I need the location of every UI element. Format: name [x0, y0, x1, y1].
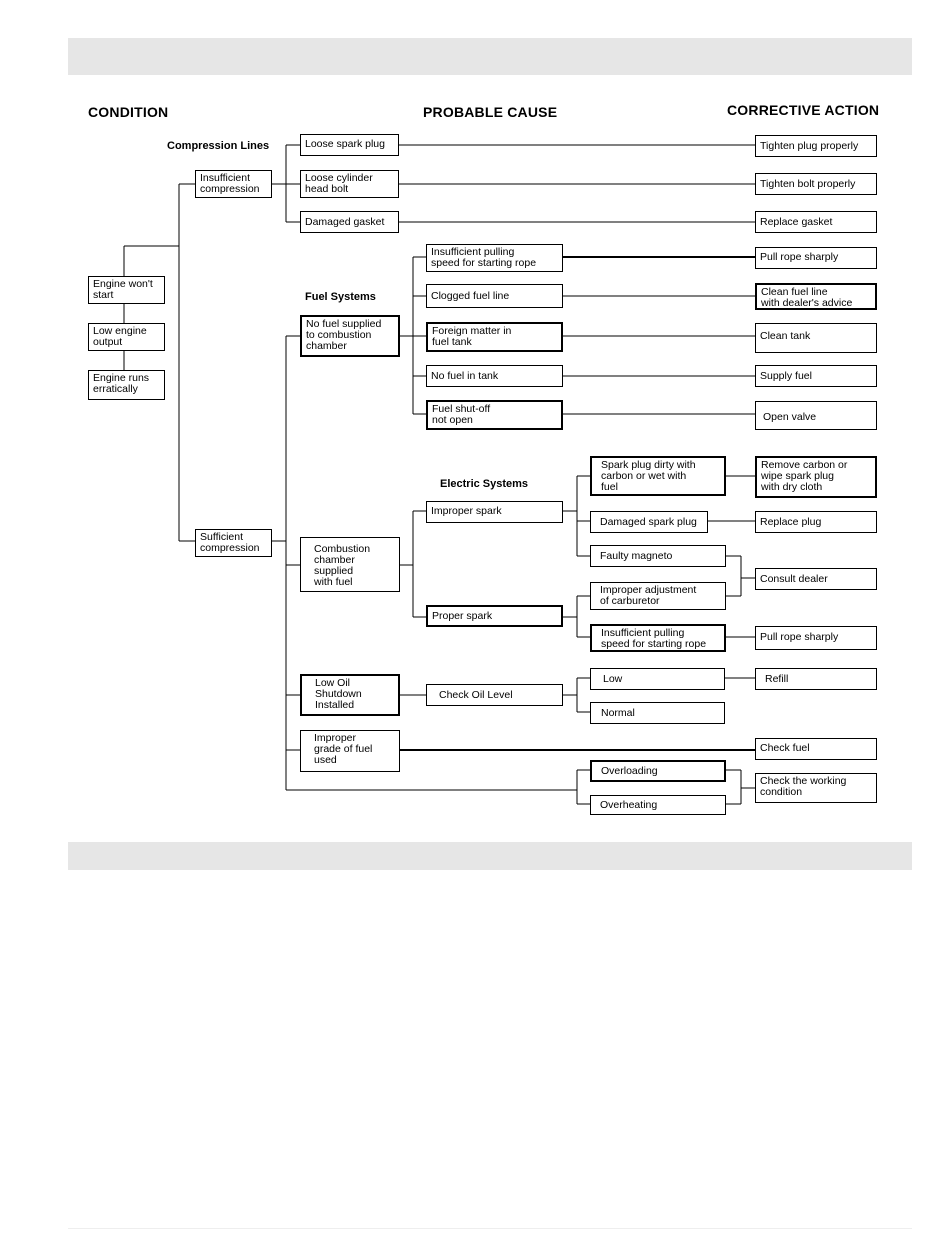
top-header-band	[68, 38, 912, 75]
header-probable-cause: PROBABLE CAUSE	[423, 104, 558, 120]
cause-oil-low: Low	[590, 668, 725, 690]
action-tighten-plug: Tighten plug properly	[755, 135, 877, 157]
cause-oil-normal: Normal	[590, 702, 725, 724]
section-fuel-systems: Fuel Systems	[305, 291, 376, 303]
cause-spark-plug-dirty: Spark plug dirty with carbon or wet with…	[590, 456, 726, 496]
cause-improper-spark: Improper spark	[426, 501, 563, 523]
cause-no-fuel-supplied: No fuel supplied to combustion chamber	[300, 315, 400, 357]
footer-rule	[68, 1228, 912, 1229]
action-replace-gasket: Replace gasket	[755, 211, 877, 233]
action-open-valve: Open valve	[755, 401, 877, 430]
action-check-fuel: Check fuel	[755, 738, 877, 760]
cause-check-oil-level: Check Oil Level	[426, 684, 563, 706]
condition-low-engine-output: Low engine output	[88, 323, 165, 351]
cause-combustion-chamber-supplied: Combustion chamber supplied with fuel	[300, 537, 400, 592]
action-remove-carbon: Remove carbon or wipe spark plug with dr…	[755, 456, 877, 498]
action-clean-fuel-line: Clean fuel line with dealer's advice	[755, 283, 877, 310]
cause-loose-cylinder-head-bolt: Loose cylinder head bolt	[300, 170, 399, 198]
cause-insufficient-pulling-speed-2: Insufficient pulling speed for starting …	[590, 624, 726, 652]
cause-faulty-magneto: Faulty magneto	[590, 545, 726, 567]
cause-improper-grade-fuel: Improper grade of fuel used	[300, 730, 400, 772]
sufficient-compression: Sufficient compression	[195, 529, 272, 557]
action-pull-rope-1: Pull rope sharply	[755, 247, 877, 269]
action-clean-tank: Clean tank	[755, 323, 877, 353]
bottom-header-band	[68, 842, 912, 870]
cause-fuel-shutoff: Fuel shut-off not open	[426, 400, 563, 430]
cause-foreign-matter: Foreign matter in fuel tank	[426, 322, 563, 352]
cause-proper-spark: Proper spark	[426, 605, 563, 627]
cause-insufficient-pulling-speed-1: Insufficient pulling speed for starting …	[426, 244, 563, 272]
action-refill: Refill	[755, 668, 877, 690]
cause-no-fuel-in-tank: No fuel in tank	[426, 365, 563, 387]
action-consult-dealer: Consult dealer	[755, 568, 877, 590]
cause-overheating: Overheating	[590, 795, 726, 815]
header-condition: CONDITION	[88, 104, 169, 120]
cause-low-oil-shutdown: Low Oil Shutdown Installed	[300, 674, 400, 716]
cause-overloading: Overloading	[590, 760, 726, 782]
cause-damaged-gasket: Damaged gasket	[300, 211, 399, 233]
condition-engine-runs-erratically: Engine runs erratically	[88, 370, 165, 400]
insufficient-compression: Insufficient compression	[195, 170, 272, 198]
cause-damaged-spark-plug: Damaged spark plug	[590, 511, 708, 533]
header-corrective-action: CORRECTIVE ACTION	[727, 102, 880, 118]
cause-clogged-fuel-line: Clogged fuel line	[426, 284, 563, 308]
cause-loose-spark-plug: Loose spark plug	[300, 134, 399, 156]
action-tighten-bolt: Tighten bolt properly	[755, 173, 877, 195]
section-compression-lines: Compression Lines	[167, 140, 270, 152]
action-replace-plug: Replace plug	[755, 511, 877, 533]
section-electric-systems: Electric Systems	[440, 478, 529, 490]
cause-improper-adjustment: Improper adjustment of carburetor	[590, 582, 726, 610]
action-pull-rope-2: Pull rope sharply	[755, 626, 877, 650]
condition-engine-wont-start: Engine won't start	[88, 276, 165, 304]
action-check-working-condition: Check the working condition	[755, 773, 877, 803]
action-supply-fuel: Supply fuel	[755, 365, 877, 387]
